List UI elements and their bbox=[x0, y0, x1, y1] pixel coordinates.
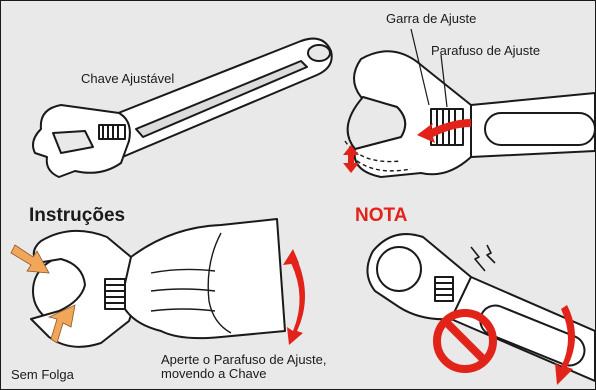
label-no-play: Sem Folga bbox=[11, 367, 74, 382]
label-tighten-line1: Aperte o Parafuso de Ajuste, bbox=[161, 352, 327, 367]
label-tighten: Aperte o Parafuso de Ajuste, movendo a C… bbox=[161, 353, 327, 381]
heading-note: NOTA bbox=[355, 205, 408, 226]
label-adjusting-jaw: Garra de Ajuste bbox=[386, 11, 477, 26]
label-adjusting-screw: Parafuso de Ajuste bbox=[431, 43, 541, 58]
heading-instructions: Instruções bbox=[29, 205, 126, 226]
label-adjustable-wrench: Chave Ajustável bbox=[81, 71, 175, 86]
label-tighten-line2: movendo a Chave bbox=[161, 366, 267, 381]
